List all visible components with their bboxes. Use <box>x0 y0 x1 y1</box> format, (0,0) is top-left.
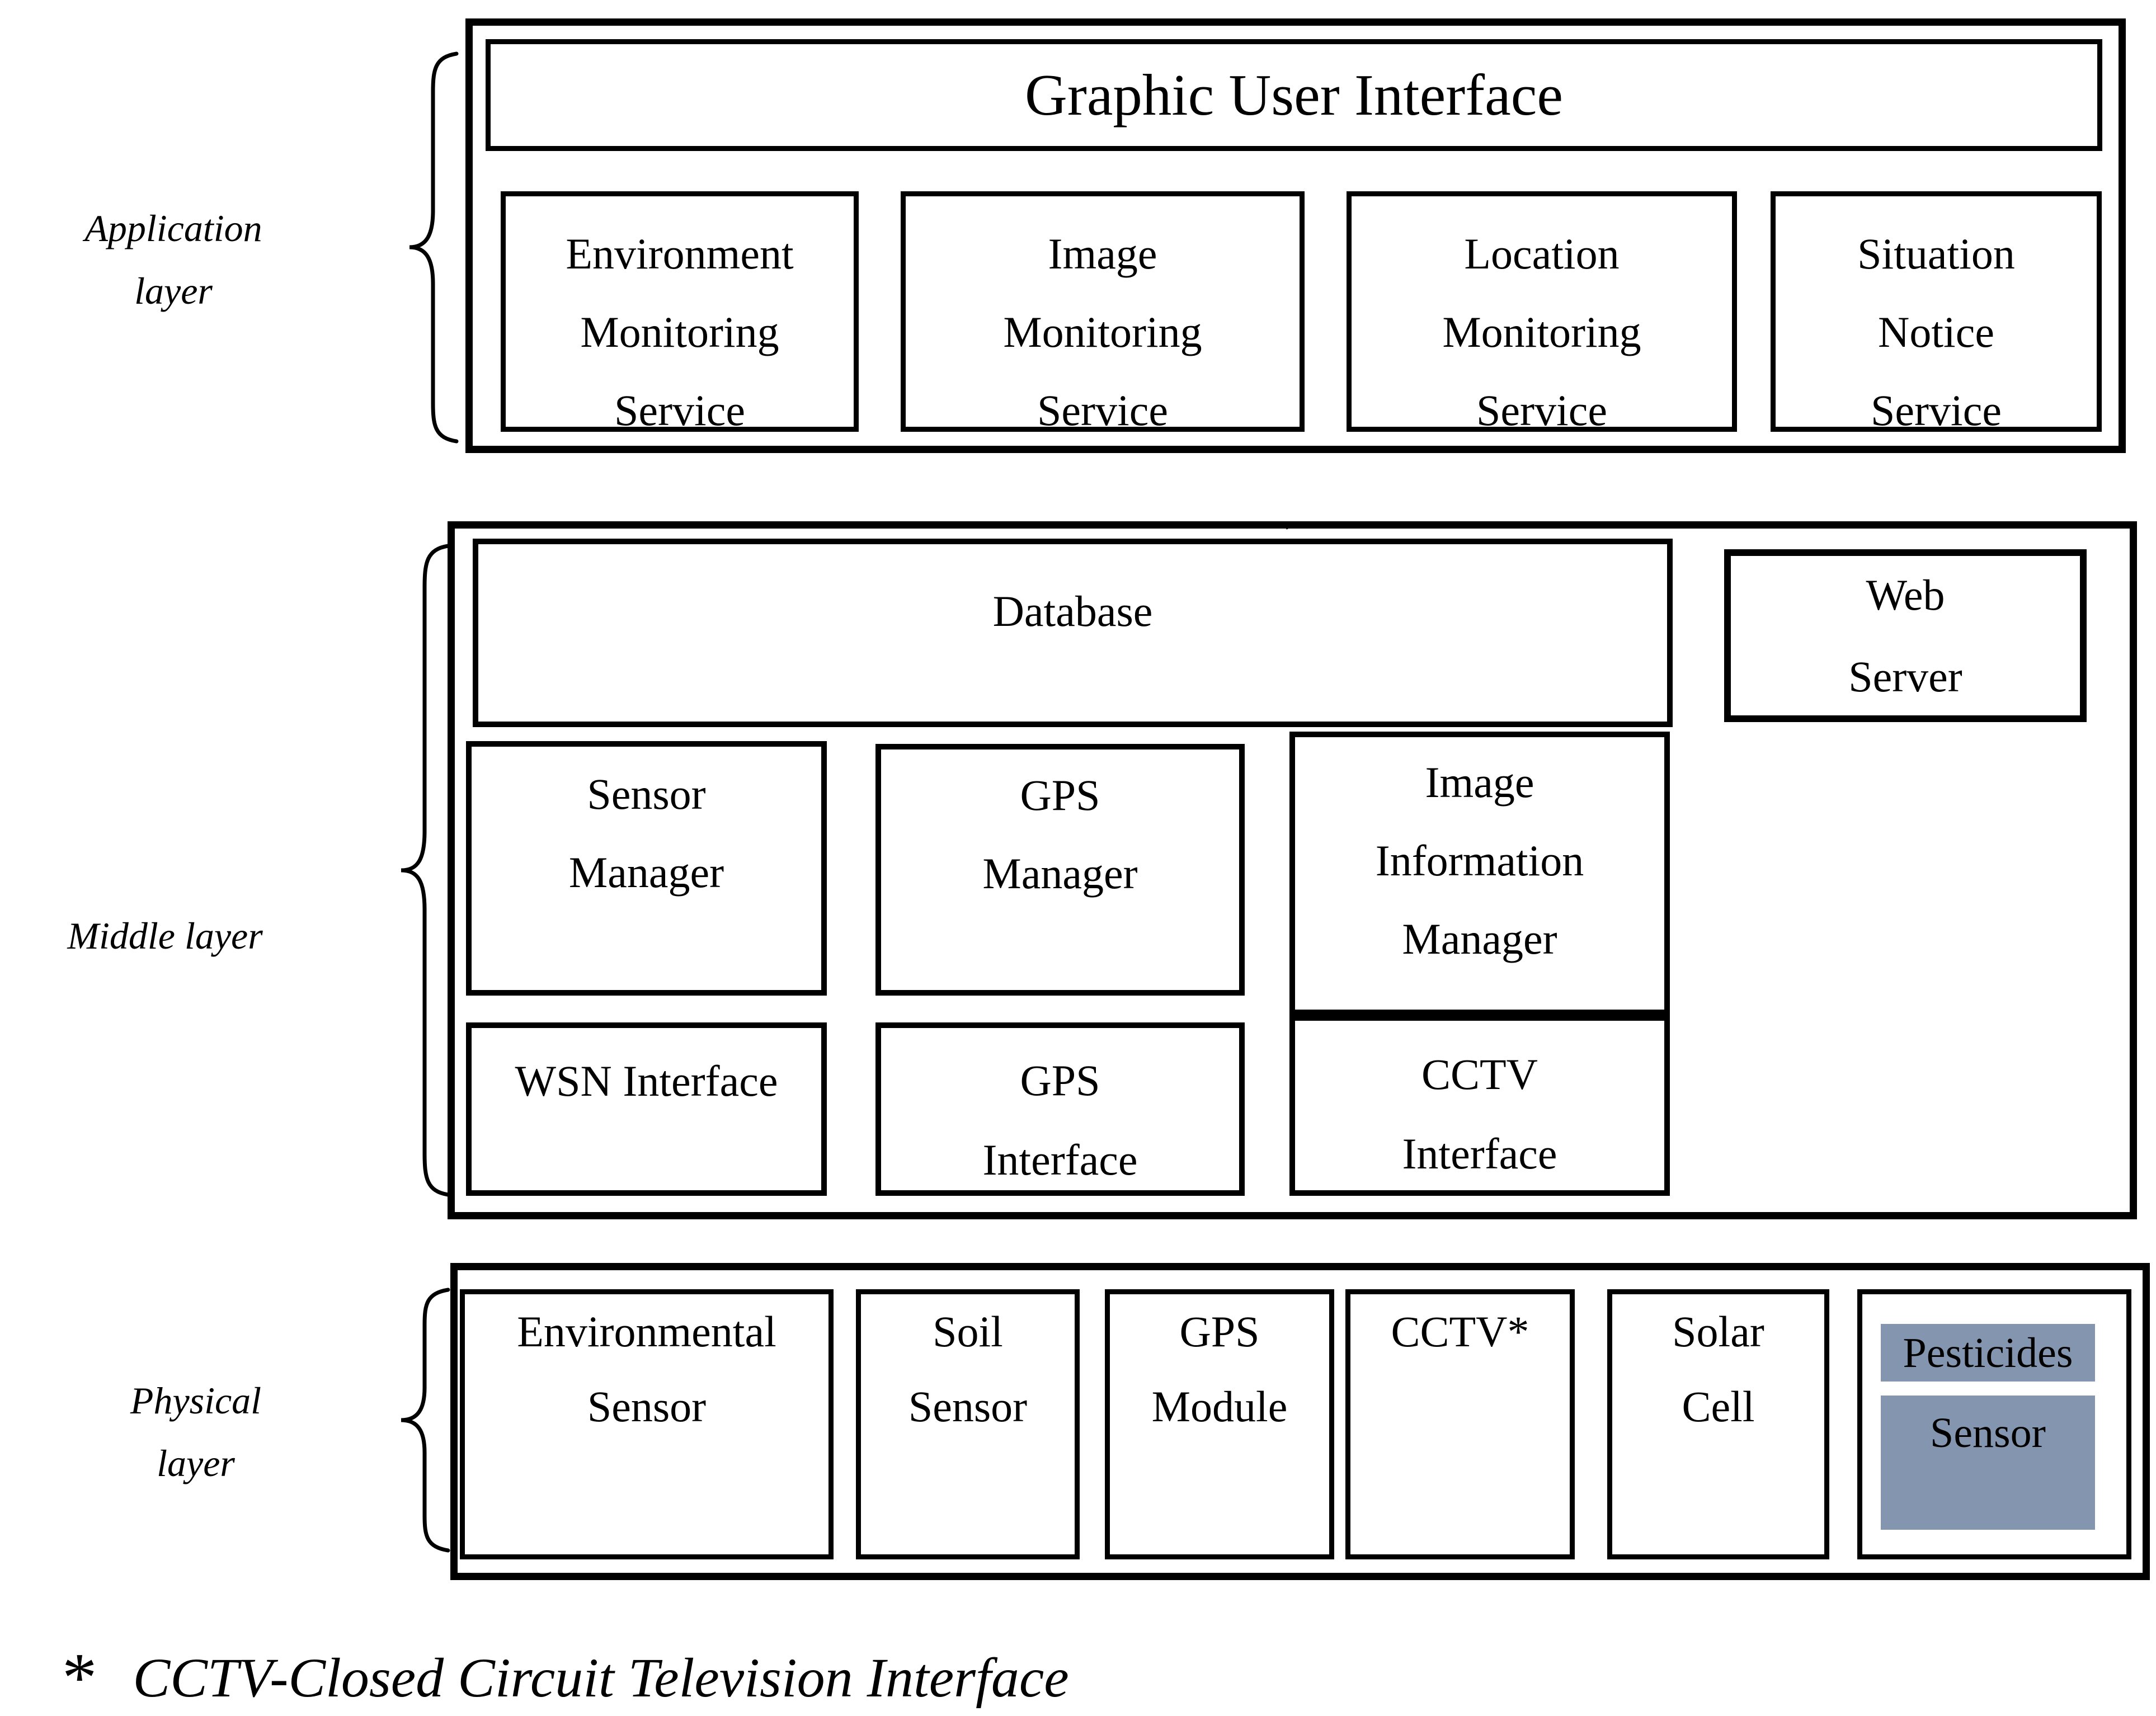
service-box-line: Monitoring <box>580 308 779 356</box>
cctv-box: CCTV* <box>1345 1289 1575 1559</box>
gps-manager-line: Manager <box>982 849 1138 898</box>
image-information-manager-line: Information <box>1375 836 1584 885</box>
solar-cell-box: Solar Cell <box>1607 1289 1829 1559</box>
environment-monitoring-service-box: Environment Monitoring Service <box>501 191 859 435</box>
middle-layer-label-line1: Middle layer <box>67 914 263 957</box>
web-server-line: Web <box>1866 570 1945 619</box>
gps-module-line: Module <box>1151 1382 1288 1431</box>
pesticides-sensor-box: Pesticides Sensor <box>1857 1289 2131 1559</box>
wsn-interface-label: WSN Interface <box>515 1057 778 1105</box>
pesticides-sensor-line: Sensor <box>1930 1409 2046 1456</box>
image-information-manager-line: Image <box>1425 757 1534 807</box>
application-layer-brace-icon <box>409 51 459 444</box>
service-box-line: Monitoring <box>1003 308 1202 356</box>
solar-cell-line: Cell <box>1682 1382 1755 1431</box>
physical-layer-brace-icon <box>401 1288 450 1553</box>
sensor-manager-line: Manager <box>568 847 724 897</box>
gps-interface-line: GPS <box>1020 1056 1100 1105</box>
service-box-line: Service <box>1871 386 2002 435</box>
application-layer-label: Application layer <box>50 197 296 322</box>
soil-sensor-box: Soil Sensor <box>856 1289 1080 1559</box>
physical-layer-label-line1: Physical <box>130 1379 262 1422</box>
image-information-manager-line: Manager <box>1402 914 1557 963</box>
service-box-line: Location <box>1464 229 1620 278</box>
footnote-text: CCTV-Closed Circuit Television Interface <box>133 1647 1069 1709</box>
situation-notice-service-box: Situation Notice Service <box>1771 191 2102 435</box>
cctv-interface-line: Interface <box>1402 1129 1557 1178</box>
environmental-sensor-line: Environmental <box>517 1307 776 1356</box>
image-monitoring-service-box: Image Monitoring Service <box>901 191 1305 435</box>
service-box-line: Notice <box>1878 308 1994 356</box>
physical-layer-label: Physical layer <box>78 1369 313 1495</box>
soil-sensor-line: Soil <box>933 1307 1003 1356</box>
application-layer-label-line2: layer <box>134 270 213 312</box>
asterisk-marker: * <box>59 1639 94 1716</box>
gps-module-line: GPS <box>1179 1307 1260 1356</box>
graphic-user-interface-title: Graphic User Interface <box>1025 62 1563 128</box>
pesticides-highlight: Pesticides <box>1881 1324 2095 1382</box>
image-information-manager-box: Image Information Manager <box>1289 732 1670 1015</box>
service-box-line: Image <box>1048 229 1157 278</box>
graphic-user-interface-box: Graphic User Interface <box>486 39 2102 151</box>
sensor-highlight: Sensor <box>1881 1396 2095 1530</box>
service-box-line: Service <box>614 386 745 435</box>
service-box-line: Service <box>1037 386 1168 435</box>
environmental-sensor-line: Sensor <box>587 1382 707 1431</box>
pesticides-sensor-line: Pesticides <box>1903 1329 2073 1376</box>
solar-cell-line: Solar <box>1672 1307 1764 1356</box>
location-monitoring-service-box: Location Monitoring Service <box>1347 191 1737 435</box>
sensor-manager-box: Sensor Manager <box>466 741 827 996</box>
gps-interface-box: GPS Interface <box>875 1022 1245 1196</box>
service-box-line: Monitoring <box>1442 308 1641 356</box>
cctv-interface-line: CCTV <box>1421 1049 1538 1099</box>
environmental-sensor-box: Environmental Sensor <box>460 1289 834 1559</box>
gps-manager-box: GPS Manager <box>875 744 1245 996</box>
database-label: Database <box>992 587 1153 635</box>
gps-module-box: GPS Module <box>1105 1289 1334 1559</box>
cctv-interface-box: CCTV Interface <box>1289 1015 1670 1196</box>
service-box-line: Situation <box>1857 229 2015 278</box>
soil-sensor-line: Sensor <box>908 1382 1028 1431</box>
gps-manager-line: GPS <box>1020 771 1100 819</box>
web-server-box: Web Server <box>1724 549 2087 722</box>
footnote: * CCTV-Closed Circuit Television Interfa… <box>59 1639 1069 1716</box>
middle-layer-brace-icon <box>401 544 450 1197</box>
cctv-line: CCTV* <box>1391 1307 1529 1356</box>
application-layer-label-line1: Application <box>84 207 262 249</box>
gps-interface-line: Interface <box>982 1135 1138 1184</box>
service-box-line: Environment <box>566 229 794 278</box>
sensor-manager-line: Sensor <box>587 769 706 818</box>
web-server-line: Server <box>1848 652 1962 701</box>
physical-layer-label-line2: layer <box>157 1442 235 1484</box>
service-box-line: Service <box>1476 386 1607 435</box>
middle-layer-label: Middle layer <box>34 904 296 967</box>
wsn-interface-box: WSN Interface <box>466 1022 827 1196</box>
database-box: Database <box>473 539 1673 727</box>
